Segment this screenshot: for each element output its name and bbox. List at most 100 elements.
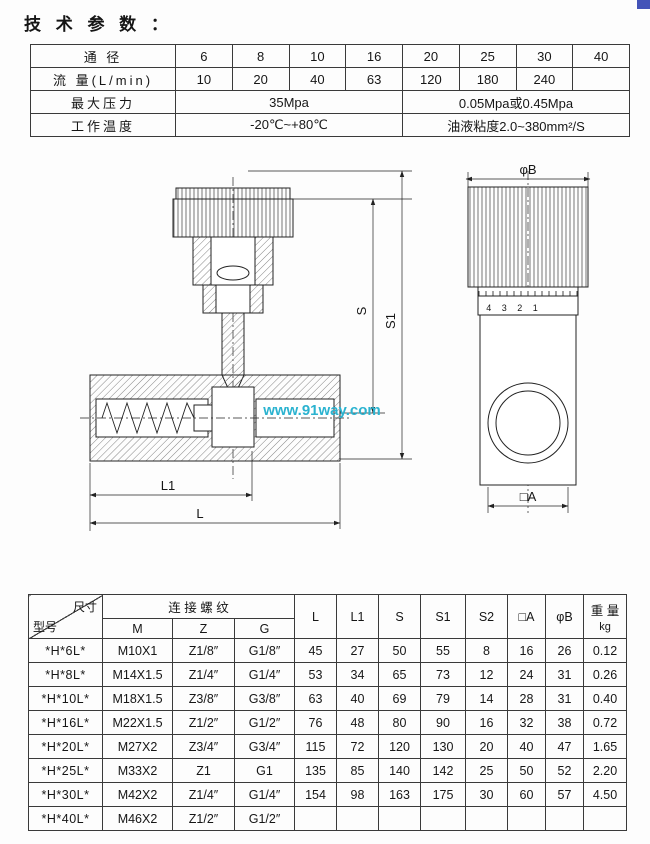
spec-cell: 63 [345,67,403,91]
spec-row-flow: 流 量(L/min) 10 20 40 63 120 180 240 [30,67,630,91]
port-inner-circle [495,390,561,456]
spec-cell: 16 [507,638,546,663]
spec-cell: 142 [420,758,466,783]
spec-cell [545,806,584,831]
spec-cell: 90 [420,710,466,735]
spec-cell: 16 [465,710,508,735]
side-knurled-knob [467,186,589,288]
spec-cell: Z1/2″ [172,806,235,831]
col-header-s: S [378,594,421,639]
spec-cell: G1/4″ [234,662,295,687]
spec-cell: 45 [294,638,337,663]
spec-cell: 63 [294,686,337,711]
center-cavity [211,386,255,448]
dim-label-s1: S1 [383,313,398,329]
spec-cell: 57 [545,782,584,807]
spec-row-temperature: 工作温度 -20℃~+80℃ 油液粘度2.0~380mm²/S [30,113,630,137]
spec-cell: Z3/4″ [172,734,235,759]
locknut-wall-left [202,284,217,314]
spec-cell: G1/2″ [234,710,295,735]
dim-label-l: L [196,506,203,521]
corner-header: 尺寸 型号 [28,594,103,639]
model-cell: *H*25L* [28,758,103,783]
spec-cell: 20 [465,734,508,759]
spec-cell: 4.50 [583,782,627,807]
spec-row-pressure: 最大压力 35Mpa 0.05Mpa或0.45Mpa [30,90,630,114]
spec-cell: 8 [231,44,290,68]
spec-cell: 135 [294,758,337,783]
dim-label-s: S [354,306,369,315]
knurled-knob [172,198,294,238]
seal-ring [216,265,250,281]
spec-cell: 0.40 [583,686,627,711]
spec-cell: 20 [231,67,290,91]
spec-cell: G1/2″ [234,806,295,831]
spec-cell: 40 [336,686,379,711]
spec-cell [465,806,508,831]
spec-cell: M46X2 [102,806,173,831]
spec-cell: 0.26 [583,662,627,687]
spec-cell [336,806,379,831]
corner-size-label: 尺寸 [72,600,97,614]
spec-cell: M22X1.5 [102,710,173,735]
spec-cell [572,67,630,91]
spec-cell: 85 [336,758,379,783]
spring [101,401,195,435]
spec-cell: 30 [515,44,574,68]
spec-cell: 25 [465,758,508,783]
model-cell: *H*16L* [28,710,103,735]
model-cell: *H*20L* [28,734,103,759]
spec-cell: 55 [420,638,466,663]
knob-serration [175,187,291,200]
model-cell: *H*40L* [28,806,103,831]
spec-cell: G3/4″ [234,734,295,759]
col-header-weight: 重 量 kg [583,594,627,639]
spec-cell: 40 [572,44,630,68]
spec-cell: 180 [458,67,517,91]
spec-cell: 0.05Mpa或0.45Mpa [402,90,630,114]
spec-cell: M42X2 [102,782,173,807]
spec-cell: 25 [458,44,517,68]
model-cell: *H*6L* [28,638,103,663]
weight-unit: kg [599,621,611,633]
size-table: 尺寸 型号 连 接 螺 纹 L L1 S S1 S2 □A φB 重 量 kg … [28,594,627,831]
spec-row-label: 流 量(L/min) [30,67,176,91]
side-body [479,314,577,486]
thread-group-header: 连 接 螺 纹 [102,594,295,619]
corner-model-label: 型号 [33,620,58,634]
bonnet-wall-right [254,236,274,286]
spec-cell: 40 [288,67,347,91]
spec-cell: 60 [507,782,546,807]
spec-cell: 175 [420,782,466,807]
spec-row-label: 工作温度 [30,113,176,137]
spec-cell: 50 [507,758,546,783]
spec-cell: M18X1.5 [102,686,173,711]
dim-label-square-a: □A [520,489,537,504]
spec-cell: Z1/8″ [172,638,235,663]
spec-cell: G3/8″ [234,686,295,711]
col-header-l: L [294,594,337,639]
spec-cell: 48 [336,710,379,735]
spec-cell: M10X1 [102,638,173,663]
spec-cell: 8 [465,638,508,663]
spec-cell: 163 [378,782,421,807]
spec-cell: 27 [336,638,379,663]
weight-label: 重 量 [590,604,620,618]
spec-cell: 40 [507,734,546,759]
spec-cell: 12 [465,662,508,687]
spec-cell: 120 [402,67,460,91]
spec-cell: 69 [378,686,421,711]
port-outer-circle [487,382,569,464]
dimension-labels: S S1 L1 L φB □A 4 3 2 1 www.91way.com [161,162,538,521]
valve-stem [221,312,245,376]
side-view [467,171,589,513]
spec-cell: M14X1.5 [102,662,173,687]
spec-cell: 98 [336,782,379,807]
